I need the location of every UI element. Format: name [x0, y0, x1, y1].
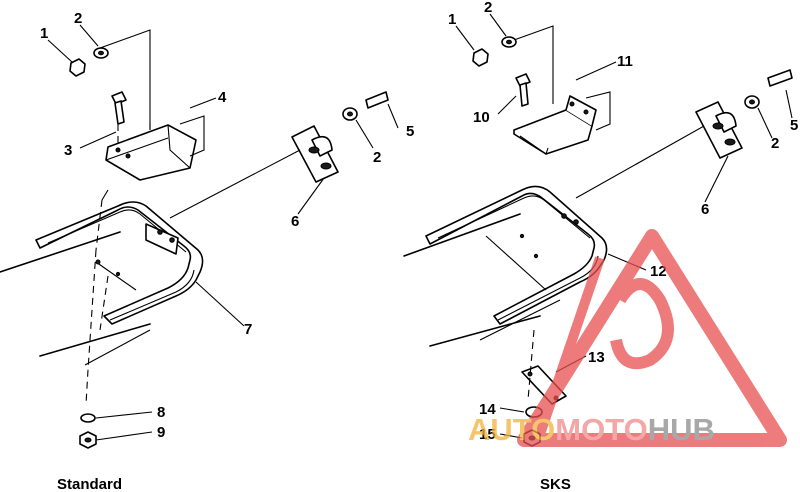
caption-standard: Standard — [57, 476, 122, 492]
bumper-frame — [35, 201, 204, 325]
callout-9: 9 — [157, 424, 165, 441]
bolt-3 — [111, 91, 127, 105]
callout-1: 1 — [40, 25, 48, 42]
watermark-moto: MOTO — [555, 412, 647, 447]
callout-6: 6 — [291, 213, 299, 230]
automotohub-watermark: AUTOMOTOHUB — [468, 229, 787, 447]
sks-callout-1: 1 — [448, 11, 456, 28]
callout-14: 14 — [479, 401, 496, 418]
caption-sks: SKS — [540, 476, 571, 492]
callout-13: 13 — [588, 349, 605, 366]
watermark-auto: AUTO — [468, 412, 555, 447]
callout-2b: 2 — [373, 149, 381, 166]
bolt-5 — [365, 91, 389, 109]
washer-8 — [80, 413, 96, 423]
callout-2: 2 — [74, 10, 82, 27]
callout-12: 12 — [650, 263, 667, 280]
sks-nut-1 — [472, 48, 489, 67]
mount-bracket — [105, 124, 197, 181]
sks-callout-2b: 2 — [771, 135, 779, 152]
sks-hitch-plate — [695, 101, 743, 159]
hitch-plate — [291, 125, 339, 183]
sks-callout-5: 5 — [790, 117, 798, 134]
callout-4: 4 — [218, 89, 227, 106]
sks-callout-6: 6 — [701, 201, 709, 218]
nut-1 — [69, 58, 86, 77]
callout-3: 3 — [64, 142, 72, 159]
callout-5: 5 — [406, 123, 414, 140]
callout-15: 15 — [479, 426, 496, 443]
sks-callout-2: 2 — [484, 0, 492, 16]
sks-bolt-5 — [767, 69, 793, 87]
callout-10: 10 — [473, 109, 490, 126]
callout-11: 11 — [617, 53, 633, 70]
watermark-triangle-icon — [517, 229, 787, 447]
watermark-hub: HUB — [648, 412, 715, 447]
standard-assembly: 1 2 3 4 5 2 6 7 8 9 Standard — [0, 10, 414, 492]
callout-8: 8 — [157, 404, 165, 421]
svg-text:AUTOMOTOHUB: AUTOMOTOHUB — [468, 412, 715, 447]
callout-7: 7 — [244, 321, 252, 338]
